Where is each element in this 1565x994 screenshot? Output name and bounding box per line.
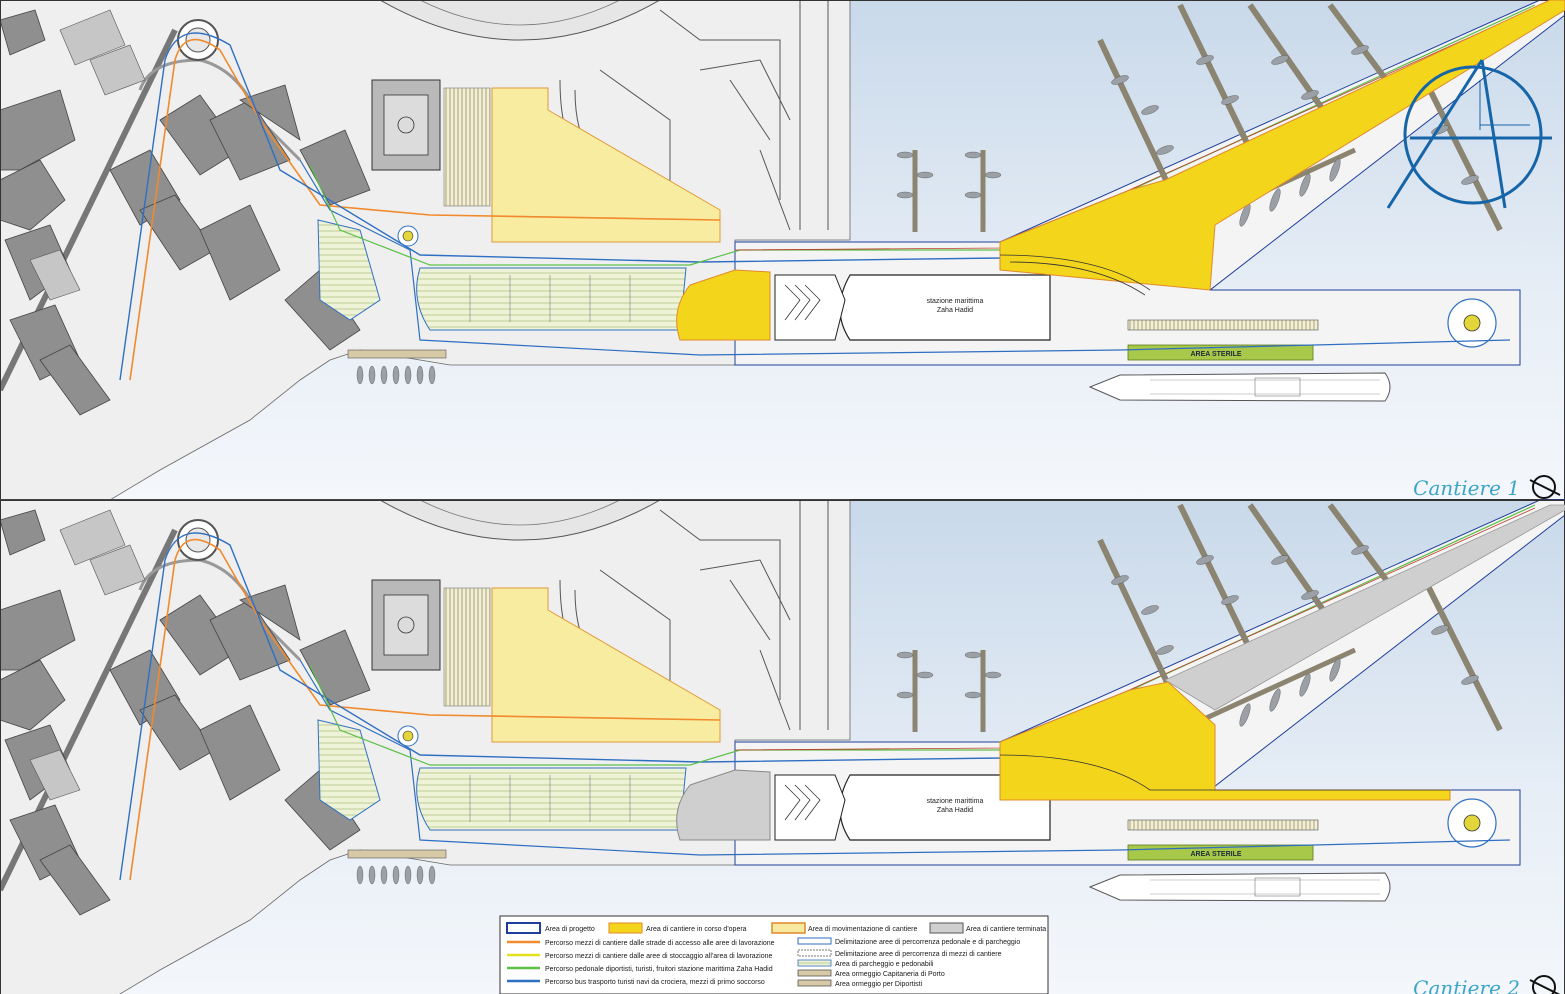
north-arrow-icon [1529,975,1561,994]
legend-coast-guard-mooring: Area ormeggio Capitaneria di Porto [835,971,945,978]
finished-area-2b [676,769,771,841]
station-label-1: stazione marittima Zaha Hadid [927,298,984,314]
legend-item-handling-area: Area di movimentazione di cantiere [808,926,917,933]
legend-item-finished-site: Area di cantiere terminata [966,926,1046,933]
legend-parking-area: Area di parcheggio e pedonabili [835,961,934,968]
panel-cantiere-2: stazione marittima Zaha Hadid AREA STERI… [0,500,1565,994]
station-name: stazione marittima [927,798,984,805]
sterile-area-label: AREA STERILE [1190,351,1241,358]
active-area-1 [999,0,1565,291]
legend-pedestrian-boundary: Delimitazione aree di percorrenza pedona… [835,939,1020,946]
station-label-2: stazione marittima Zaha Hadid [927,798,984,814]
legend-boater-mooring: Area ormeggio per Diportisti [835,981,923,988]
legend: Area di progetto Area di cantiere in cor… [499,915,1049,994]
sterile-area-label: AREA STERILE [1190,851,1241,858]
legend-item-project-area: Area di progetto [545,926,595,933]
legend-route-storage: Percorso mezzi di cantiere dalle aree di… [545,953,773,960]
legend-construction-boundary: Delimitazione aree di percorrenza di mez… [835,951,1002,958]
panel-caption: Cantiere 2 [1413,976,1520,994]
station-name: stazione marittima [927,298,984,305]
legend-route-construction-access: Percorso mezzi di cantiere dalle strade … [545,940,775,947]
north-arrow-icon [1529,475,1561,499]
active-area-1b [676,269,771,341]
legend-route-pedestrian: Percorso pedonale diportisti, turisti, f… [545,966,773,973]
legend-item-active-site: Area di cantiere in corso d'opera [646,926,747,933]
legend-route-bus: Percorso bus trasporto turisti navi da c… [545,979,765,986]
finished-area-2 [1164,504,1565,711]
station-architect: Zaha Hadid [937,807,973,814]
studio-logo-icon [1386,59,1552,209]
station-architect: Zaha Hadid [937,307,973,314]
panel-caption: Cantiere 1 [1413,476,1520,500]
legend-routes: Percorso mezzi di cantiere dalle strade … [507,940,775,986]
panel-cantiere-1: stazione marittima Zaha Hadid AREA STERI… [0,0,1565,500]
legend-areas: Delimitazione aree di percorrenza pedona… [797,937,1020,988]
legend-top-row: Area di progetto Area di cantiere in cor… [506,922,1046,934]
